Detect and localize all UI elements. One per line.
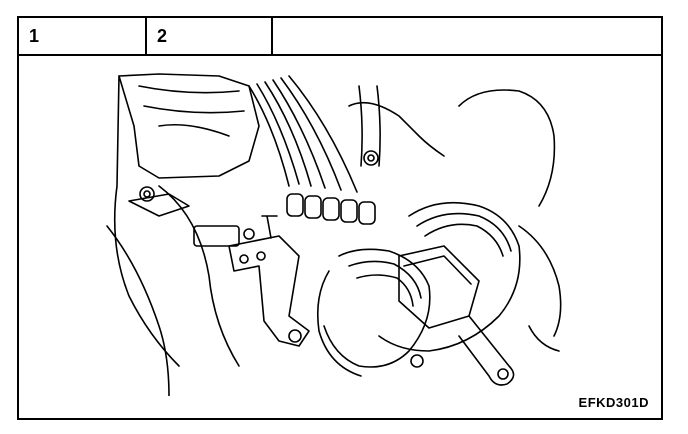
figure-frame: 1 2 (17, 16, 663, 420)
airflow-meter (398, 245, 480, 329)
right-housing (458, 89, 556, 207)
figure-code: EFKD301D (578, 395, 649, 410)
header-cell-2: 2 (147, 18, 273, 54)
header-row: 1 2 (19, 18, 661, 56)
intake-duct (378, 201, 521, 352)
header-cell-1: 1 (19, 18, 147, 54)
ignition-wires (248, 85, 290, 187)
engine-illustration (106, 73, 562, 396)
sensor-body (193, 225, 240, 247)
clamp-screw (410, 354, 424, 368)
hose-clamp (458, 315, 515, 386)
header-cell-3 (273, 18, 661, 54)
bolt-head (139, 186, 155, 202)
plug-cap (286, 193, 304, 217)
support-bracket (228, 235, 310, 347)
manifold-outline (118, 73, 260, 179)
